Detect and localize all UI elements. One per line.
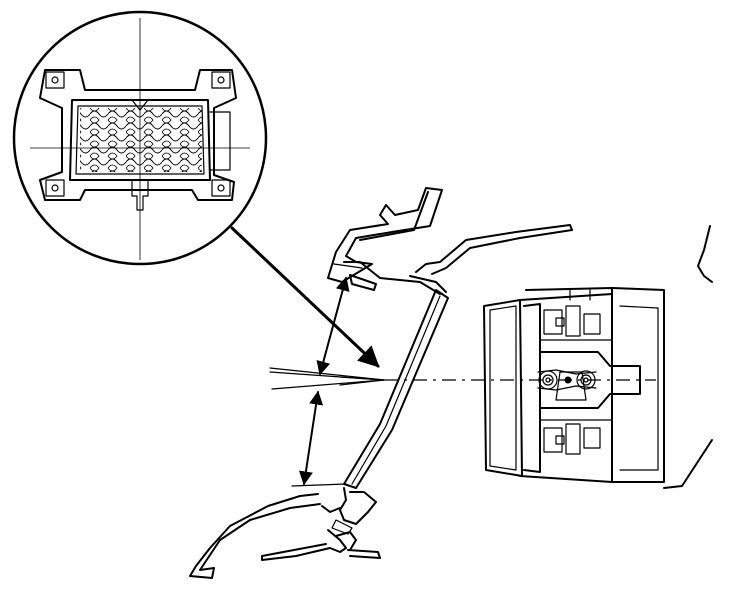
hood-panel-section (327, 187, 573, 295)
bumper-panel-section (189, 289, 449, 579)
vertical-clearance-arrow (291, 263, 363, 487)
grille-emblem-detail (39, 69, 237, 211)
sensor-unit (483, 287, 665, 483)
angle-reference-lines (269, 367, 385, 390)
leader-arrow (230, 226, 380, 368)
vehicle-body-outline (663, 225, 713, 489)
